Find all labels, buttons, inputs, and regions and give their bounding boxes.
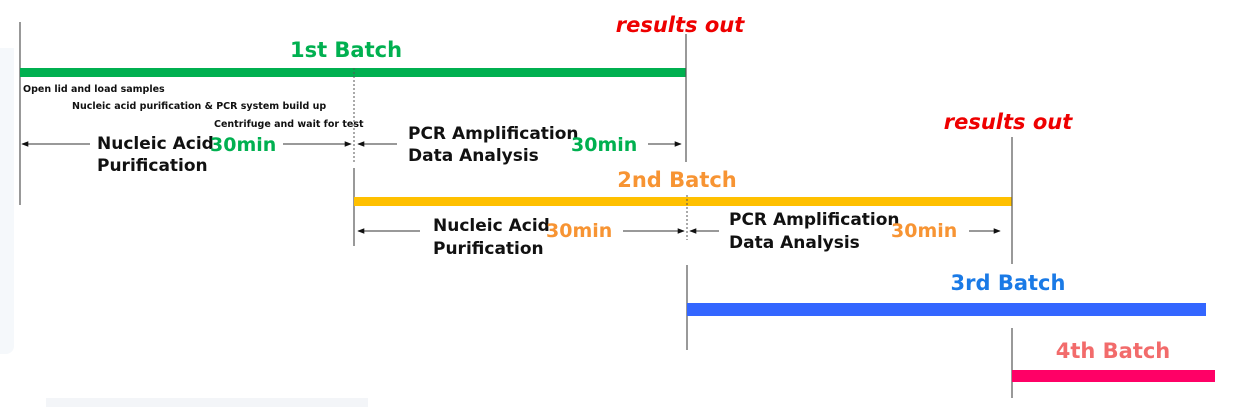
- batch-2-results-label: results out: [944, 110, 1073, 134]
- batch-2-phase-1-title: Nucleic Acid: [433, 216, 550, 236]
- batch-1-phase-1-subtitle: Purification: [97, 156, 208, 176]
- batch-3-group: 3rd Batch: [686, 265, 1206, 350]
- batch-1-phase-2-duration: 30min: [571, 134, 637, 156]
- batch-4-group: 4th Batch: [1011, 328, 1215, 398]
- batch-2-phase-1-subtitle: Purification: [433, 239, 544, 259]
- batch-2-group: 2nd Batch results out Nucleic Acid Purif…: [353, 110, 1073, 264]
- batch-2-phase-2-subtitle: Data Analysis: [729, 233, 860, 253]
- batch-1-phase-2-title: PCR Amplification: [408, 124, 579, 144]
- batch-2-label: 2nd Batch: [617, 168, 737, 192]
- batch-1-note-build: Nucleic acid purification & PCR system b…: [72, 101, 326, 112]
- batch-1-label: 1st Batch: [290, 38, 402, 62]
- batch-2-phase-2-title: PCR Amplification: [729, 210, 900, 230]
- batch-1-note-load: Open lid and load samples: [23, 84, 165, 95]
- batch-1-note-centrifuge: Centrifuge and wait for test: [214, 119, 364, 130]
- batch-1-bar: [20, 68, 686, 77]
- batch-2-bar: [354, 197, 1012, 206]
- batch-1-group: 1st Batch results out Open lid and load …: [19, 13, 745, 205]
- batch-4-bar: [1012, 370, 1215, 382]
- batch-1-phase-1-duration: 30min: [210, 134, 276, 156]
- background-panel-left: [0, 48, 14, 354]
- batch-2-phase-2-duration: 30min: [891, 220, 957, 242]
- batch-4-label: 4th Batch: [1056, 339, 1171, 363]
- batch-3-bar: [687, 303, 1206, 316]
- batch-1-results-label: results out: [616, 13, 745, 37]
- batch-1-phase-2-subtitle: Data Analysis: [408, 146, 539, 166]
- batch-2-phase-1-duration: 30min: [546, 220, 612, 242]
- background-panel-bottom: [46, 398, 368, 407]
- batch-3-label: 3rd Batch: [951, 271, 1066, 295]
- batch-1-phase-1-title: Nucleic Acid: [97, 134, 214, 154]
